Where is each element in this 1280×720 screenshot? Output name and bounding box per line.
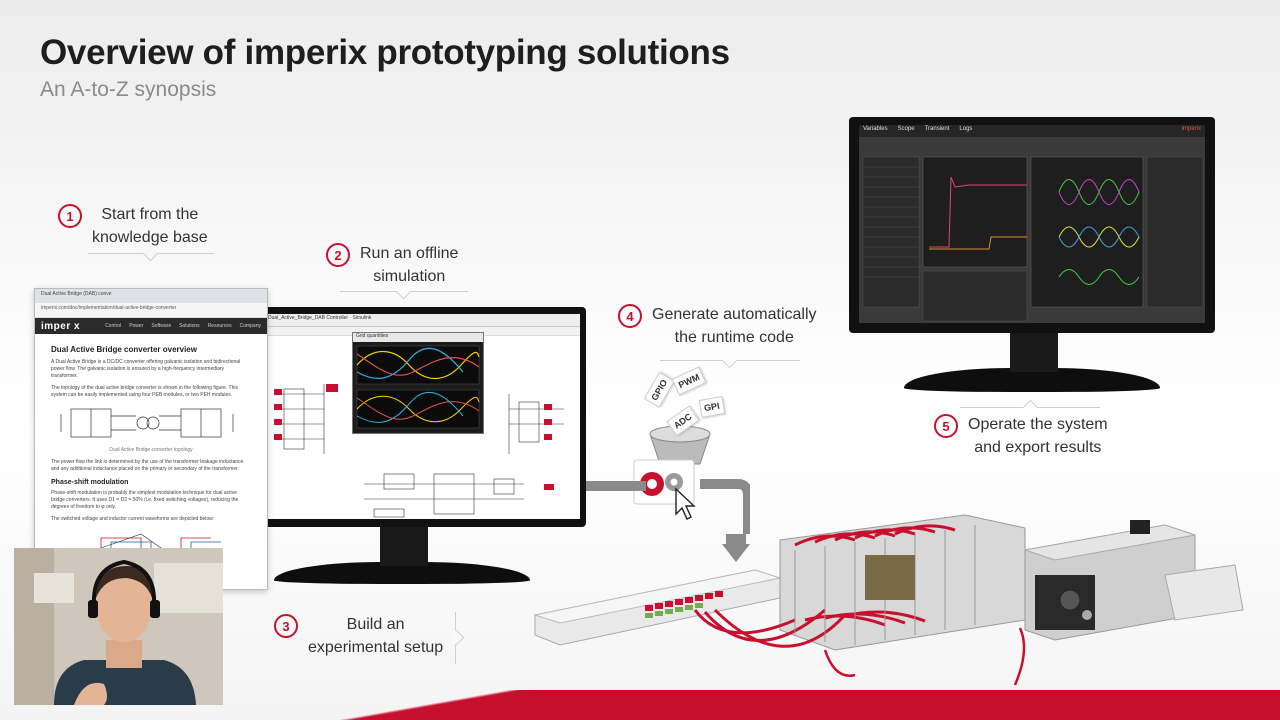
presenter-video (14, 548, 223, 705)
address-bar[interactable]: imperix.com/doc/implementation/dual-acti… (35, 303, 267, 318)
scope-title: Grid quantities (353, 333, 483, 342)
monitor-base (904, 368, 1160, 392)
divider-caret (448, 629, 465, 646)
article-body: Dual Active Bridge converter overview A … (35, 334, 267, 579)
nav-item[interactable]: Power (129, 323, 144, 329)
scope-plot (356, 345, 480, 429)
knowledge-base-browser: Dual Active Bridge (DAB) conve imperix.c… (34, 288, 268, 590)
cockpit-brand: imperix (1181, 126, 1201, 132)
site-navbar: imper x Control Power Software Solutions… (35, 318, 267, 334)
hardware-setup (533, 514, 1244, 686)
nav-item[interactable]: Company (239, 323, 261, 329)
cockpit-workspace[interactable] (859, 137, 1205, 323)
monitor-stand (1010, 330, 1058, 372)
step-number-badge: 1 (58, 204, 82, 228)
figure-caption: Dual Active Bridge converter topology (109, 447, 193, 453)
window-title: Dual_Active_Bridge_DAB Controller · Simu… (264, 314, 580, 327)
code-generation-graphic (633, 425, 750, 534)
tab-variables[interactable]: Variables (863, 126, 888, 132)
monitor-base (274, 562, 530, 584)
tab-transient[interactable]: Transient (924, 126, 950, 132)
simulation-monitor: Dual_Active_Bridge_DAB Controller · Simu… (258, 307, 586, 527)
simulink-block-diagram[interactable] (264, 334, 580, 519)
article-heading: Dual Active Bridge converter overview (51, 345, 197, 354)
cockpit-monitor: Variables Scope Transient Logs imperix (849, 117, 1215, 333)
paragraph: The switched voltage and inductor curren… (51, 516, 215, 522)
paragraph: The power flow the link is determined by… (51, 459, 244, 472)
paragraph: The topology of the dual active bridge c… (51, 385, 238, 398)
scope-window[interactable]: Grid quantities (352, 332, 484, 434)
dab-topology-diagram (60, 408, 234, 438)
step-number-badge: 5 (934, 414, 958, 438)
nav-item[interactable]: Control (105, 323, 122, 329)
nav-item[interactable]: Solutions (179, 323, 200, 329)
imperix-logo[interactable]: imper x (41, 320, 81, 332)
tab-scope[interactable]: Scope (897, 126, 915, 132)
step-number-badge: 3 (274, 614, 298, 638)
paragraph: A Dual Active Bridge is a DC/DC converte… (51, 359, 241, 379)
section-heading: Phase-shift modulation (51, 479, 129, 486)
footer-accent-bar (0, 690, 1280, 720)
simulink-window: Dual_Active_Bridge_DAB Controller · Simu… (264, 314, 580, 519)
cockpit-toolbar: Variables Scope Transient Logs imperix (859, 125, 1205, 137)
step-number-badge: 4 (618, 304, 642, 328)
tab-logs[interactable]: Logs (959, 126, 973, 132)
nav-item[interactable]: Resources (207, 323, 232, 329)
arrow-down-icon (722, 534, 750, 562)
browser-tab[interactable]: Dual Active Bridge (DAB) conve (35, 289, 267, 303)
paragraph: Phase-shift modulation is probably the s… (51, 490, 239, 510)
flow-arrow (586, 481, 646, 491)
page-title: Overview of imperix prototyping solution… (40, 33, 730, 72)
cockpit-window: Variables Scope Transient Logs imperix (859, 125, 1205, 323)
step-number-badge: 2 (326, 243, 350, 267)
presenter-webcam (14, 548, 223, 705)
page-subtitle: An A-to-Z synopsis (40, 78, 217, 101)
nav-item[interactable]: Software (151, 323, 172, 329)
